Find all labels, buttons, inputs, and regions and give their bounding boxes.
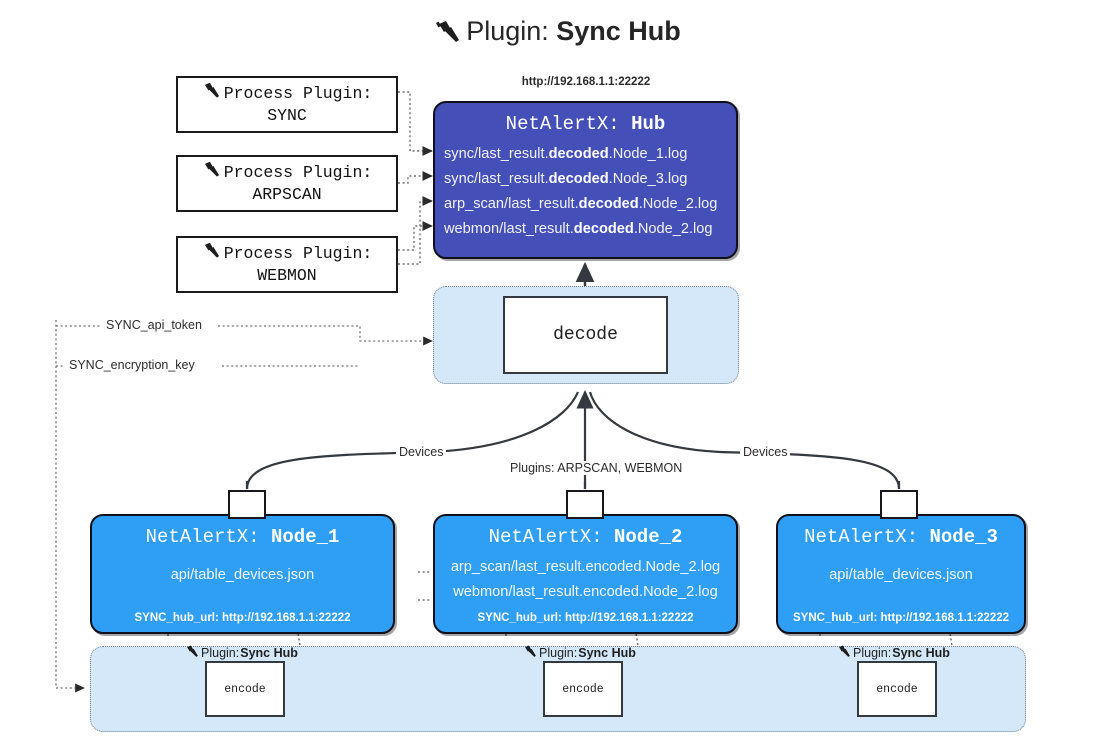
node-log-line: api/table_devices.json [829,567,973,583]
decode-box[interactable]: decode [503,296,668,374]
edge-webmon-to-hub-1 [398,196,433,265]
node-hub-url: SYNC_hub_url: http://192.168.1.1:22222 [477,612,694,624]
envelope-icon [228,490,266,519]
process-plugin-name: ARPSCAN [252,185,322,204]
plug-icon [202,82,222,106]
hub-log-line: sync/last_result.decoded.Node_3.log [444,171,688,187]
plug-icon [436,20,462,51]
process-plugin-name: SYNC [267,106,307,125]
hub-log-line: webmon/last_result.decoded.Node_2.log [444,221,713,237]
process-plugin-name: WEBMON [257,266,317,285]
encode-caption-1: Plugin: Sync Hub [185,645,298,661]
label-devices-left: Devices [396,445,447,459]
page-title-plain: Plugin: [466,16,557,46]
node-hub-url: SYNC_hub_url: http://192.168.1.1:22222 [792,612,1010,624]
plug-icon [837,645,852,661]
node-box-node-3[interactable]: NetAlertX: Node_3 api/table_devices.json… [776,514,1026,634]
hub-url-label: http://192.168.1.1:22222 [521,76,651,88]
label-devices-right: Devices [740,445,791,459]
label-sync-api-token: SYNC_api_token [103,318,205,332]
label-sync-encryption-key: SYNC_encryption_key [66,358,198,372]
process-plugin-webmon[interactable]: Process Plugin: WEBMON [176,236,398,293]
process-plugin-heading: Process Plugin: [223,243,373,263]
envelope-icon [566,490,604,519]
process-plugin-heading: Process Plugin: [223,83,373,103]
hub-title-bold: Hub [631,113,666,135]
plug-icon [523,645,538,661]
process-plugin-heading: Process Plugin: [223,162,373,182]
node-box-node-1[interactable]: NetAlertX: Node_1 api/table_devices.json… [90,514,395,634]
process-plugin-arpscan[interactable]: Process Plugin: ARPSCAN [176,155,398,212]
envelope-icon [880,490,918,519]
encode-box-2[interactable]: encode [543,661,623,717]
encode-box-1[interactable]: encode [205,661,285,717]
edge-enc-key-to-band [55,320,85,693]
node-log-line: api/table_devices.json [170,567,315,583]
plug-icon [202,161,222,185]
edge-arpscan-to-hub [398,171,433,184]
node-hub-url: SYNC_hub_url: http://192.168.1.1:22222 [134,612,351,624]
page-title: Plugin: Sync Hub [0,16,1117,51]
hub-log-line: arp_scan/last_result.decoded.Node_2.log [444,196,718,212]
node-box-node-2[interactable]: NetAlertX: Node_2 arp_scan/last_result.e… [433,514,738,634]
page-title-bold: Sync Hub [556,16,681,46]
encode-box-3[interactable]: encode [857,661,937,717]
process-plugin-sync[interactable]: Process Plugin: SYNC [176,76,398,133]
edge-webmon-to-hub-2 [398,221,433,251]
edge-sync-to-hub [398,91,433,156]
edge-api-token-to-decode [218,325,433,346]
node-title: NetAlertX: Node_3 [804,526,998,548]
encode-caption-2: Plugin: Sync Hub [523,645,636,661]
node-title: NetAlertX: Node_2 [488,526,683,548]
hub-log-line: sync/last_result.decoded.Node_1.log [444,146,688,162]
plug-icon [185,645,200,661]
node-log-line: webmon/last_result.encoded.Node_2.log [453,584,718,600]
encode-caption-3: Plugin: Sync Hub [837,645,950,661]
label-plugins-mid: Plugins: ARPSCAN, WEBMON [507,461,686,475]
hub-title-plain: NetAlertX: [505,113,632,135]
node-log-line: arp_scan/last_result.encoded.Node_2.log [450,559,721,575]
plug-icon [202,242,222,266]
node-title: NetAlertX: Node_1 [145,526,340,548]
hub-title: NetAlertX: Hub [435,113,736,135]
hub-box[interactable]: NetAlertX: Hub sync/last_result.decoded.… [433,101,738,259]
